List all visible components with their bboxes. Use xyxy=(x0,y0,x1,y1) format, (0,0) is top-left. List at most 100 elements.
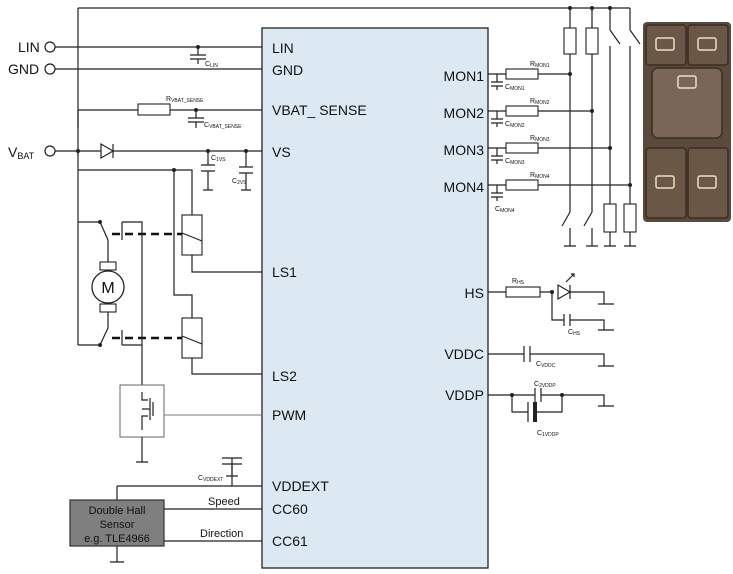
pwm-ground xyxy=(136,437,148,463)
sensor-supply-wire xyxy=(116,485,232,500)
r-mon3 xyxy=(505,142,539,154)
c2-vddp-capacitor xyxy=(534,388,542,402)
pin-cc60: CC60 xyxy=(272,501,308,517)
c-mon4-label: CMON4 xyxy=(495,206,515,214)
pin-ls1: LS1 xyxy=(272,264,297,280)
led-icon xyxy=(557,283,572,301)
ls2-wire xyxy=(191,358,262,375)
r-mon1-label: RMON1 xyxy=(530,61,550,69)
relay-switch-2 xyxy=(99,318,109,346)
motor-left-rail xyxy=(77,151,100,346)
c2-vddp-label: C2VDDP xyxy=(534,381,556,389)
c-lin-label: CLIN xyxy=(205,61,218,69)
vbat-label: VBAT xyxy=(8,144,35,161)
c-hs-capacitor xyxy=(551,292,614,331)
relay-coil-2-slash xyxy=(181,335,203,345)
c-vddc-label: CVDDC xyxy=(536,361,556,369)
relay-switch-1 xyxy=(99,221,109,262)
sensor-line2: Sensor xyxy=(100,519,135,531)
pin-mon1: MON1 xyxy=(444,68,485,84)
pin-pwm: PWM xyxy=(272,407,306,423)
junction xyxy=(560,393,564,397)
mon-pulldown-3 xyxy=(603,203,617,233)
c1-vddp-label: C1VDDP xyxy=(537,430,559,438)
lin-terminal xyxy=(44,41,56,53)
c-vddc-capacitor xyxy=(523,346,531,362)
r-mon2 xyxy=(505,105,539,117)
sensor-line3: e.g. TLE4966 xyxy=(84,533,150,545)
junction xyxy=(628,183,632,187)
c-mon4-capacitor xyxy=(491,185,503,201)
mon-pulldown-4 xyxy=(623,203,637,233)
c-hs-label: CHS xyxy=(568,329,581,337)
r-vbat-sense xyxy=(137,103,171,116)
relay2-supply-wire xyxy=(173,170,193,318)
pin-vs: VS xyxy=(272,144,291,160)
r-mon4-label: RMON4 xyxy=(530,172,550,180)
relay-coil-2 xyxy=(181,317,203,359)
junction xyxy=(590,109,594,113)
c-vbat-sense-label: CVBAT_SENSE xyxy=(204,122,242,130)
contact xyxy=(98,343,102,347)
junction xyxy=(590,6,594,10)
c1vs-capacitor xyxy=(201,151,215,191)
mon-switch-3 xyxy=(609,29,621,54)
pin-vbat-sense: VBAT_ SENSE xyxy=(272,102,367,118)
pin-cc61: CC61 xyxy=(272,533,308,549)
relay-supply-wire xyxy=(78,169,193,215)
c2vs-label: C2VS xyxy=(232,178,247,186)
pin-mon4: MON4 xyxy=(444,179,485,195)
mon-switch-4 xyxy=(629,29,641,54)
motor-brush-top xyxy=(99,261,117,271)
junction xyxy=(568,72,572,76)
r-hs xyxy=(505,286,541,298)
gnd-label: GND xyxy=(8,61,39,77)
pin-mon2: MON2 xyxy=(444,105,485,121)
gnd-terminal xyxy=(44,63,56,75)
pwm-fet-icon xyxy=(141,392,154,430)
mon-lower-switch-1 xyxy=(561,74,571,246)
c-vddext-label: CVDDEXT xyxy=(198,475,223,483)
c-mon1-label: CMON1 xyxy=(505,84,525,92)
c-mon3-label: CMON3 xyxy=(505,158,525,166)
c-lin-capacitor xyxy=(190,47,206,64)
pin-ls2: LS2 xyxy=(272,368,297,384)
motor-brush-bottom xyxy=(99,303,117,313)
c-vddext-capacitor xyxy=(222,457,242,477)
hall-sensor-block xyxy=(69,499,165,547)
pin-vddp: VDDP xyxy=(445,387,484,403)
pin-gnd: GND xyxy=(272,62,303,78)
mon-top-rails xyxy=(569,8,631,30)
junction xyxy=(608,6,612,10)
pin-lin: LIN xyxy=(272,40,294,56)
motor-label: M xyxy=(101,280,114,297)
ic-body xyxy=(261,27,489,569)
vddc-wire xyxy=(488,353,614,367)
mon-pullup-2 xyxy=(585,27,599,55)
relay-coil-1-slash xyxy=(181,232,203,242)
junction xyxy=(568,6,572,10)
relay-ground-loop xyxy=(122,221,143,346)
c-vbat-sense-capacitor xyxy=(188,110,204,128)
r-mon4 xyxy=(505,179,539,191)
window-switch-panel-image xyxy=(643,22,731,222)
mon-lower-switch-2 xyxy=(583,111,593,246)
c-mon2-label: CMON2 xyxy=(505,121,525,129)
pin-hs: HS xyxy=(465,285,484,301)
led-ground xyxy=(569,285,614,305)
direction-label: Direction xyxy=(200,528,243,540)
relay-coil-1 xyxy=(181,214,203,256)
r-mon1 xyxy=(505,68,539,80)
r-mon3-label: RMON3 xyxy=(530,135,550,143)
speed-label: Speed xyxy=(208,496,240,508)
ls1-wire xyxy=(191,255,262,273)
c1-vddp-branch xyxy=(511,395,563,413)
r-mon2-label: RMON2 xyxy=(530,98,550,106)
led-arrow xyxy=(565,273,575,283)
junction xyxy=(608,146,612,150)
c-mon1-capacitor xyxy=(491,74,503,90)
r-hs-label: RHS xyxy=(512,278,525,286)
c1-vddp-plate-b xyxy=(533,402,537,422)
c-mon3-capacitor xyxy=(491,148,503,164)
